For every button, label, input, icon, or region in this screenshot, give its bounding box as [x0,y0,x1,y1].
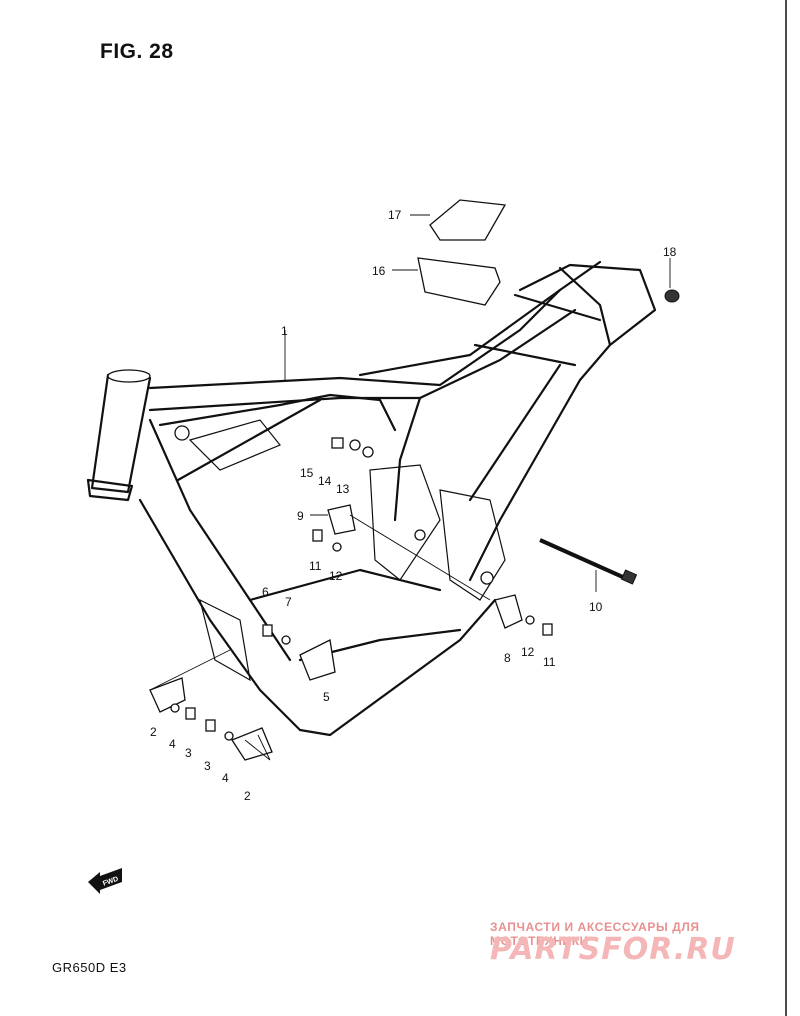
callout-9: 9 [297,509,304,523]
part-9-bracket [327,504,356,535]
part-12-washer [332,542,342,552]
part-4-washer-left [170,703,180,713]
part-14-washer [349,439,361,451]
part-4-washer-right [224,731,234,741]
callout-18: 18 [663,245,677,259]
callout-4a: 4 [169,737,176,751]
part-10-bolt [539,538,626,580]
callout-11a: 11 [309,559,322,573]
part-17-cover [429,199,507,241]
callout-14: 14 [318,474,332,488]
steering-head-top [107,369,151,383]
part-12-washer-right [525,615,535,625]
watermark-tagline: ЗАПЧАСТИ И АКСЕССУАРЫ ДЛЯ МОТОТЕХНИКИ [490,920,700,948]
part-16-tray [417,257,501,306]
callout-13: 13 [336,482,350,496]
callout-3b: 3 [204,759,211,773]
part-8-plate [494,594,523,629]
fwd-arrow-icon: FWD [88,868,122,894]
callout-4b: 4 [222,771,229,785]
part-15-nut [331,437,344,449]
main-frame [86,260,657,737]
part-2-bracket-left [149,677,186,713]
model-code: GR650D E3 [52,960,127,975]
part-7-nut [281,635,291,645]
callout-3a: 3 [185,746,192,760]
callout-1: 1 [281,324,288,338]
callout-2b: 2 [244,789,251,803]
callout-2a: 2 [150,725,157,739]
part-13-washer [362,446,374,458]
part-5-bracket [299,639,336,681]
callout-15: 15 [300,466,314,480]
part-6-bolt [262,624,273,637]
callout-12b: 12 [521,645,535,659]
callout-17: 17 [388,208,402,222]
callout-10: 10 [589,600,603,614]
callout-6: 6 [262,585,269,599]
figure-title: FIG. 28 [100,40,174,63]
callout-12a: 12 [329,569,343,583]
callout-7: 7 [285,595,292,609]
part-2-bracket-right [231,727,273,761]
part-11-bolt-right [542,623,553,636]
part-18-grommet [664,289,680,303]
part-3-bolt-left [185,707,196,720]
callout-5: 5 [323,690,330,704]
part-11-bolt [312,529,323,542]
watermark-logo: PARTSFOR.RU [490,932,736,967]
callout-16: 16 [372,264,386,278]
callout-11b: 11 [543,655,556,669]
callout-8: 8 [504,651,511,665]
part-3-bolt-right [205,719,216,732]
